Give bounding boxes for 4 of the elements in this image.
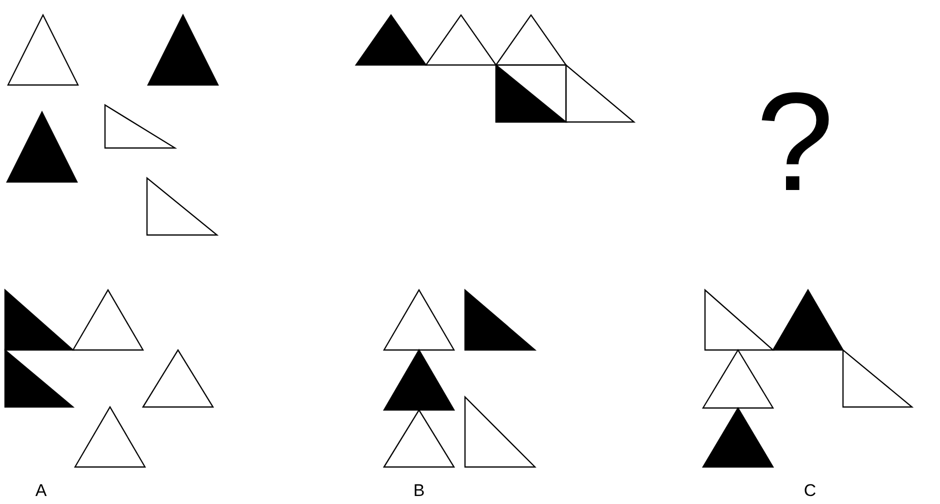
option-label: C	[804, 482, 816, 499]
question-mark: ?	[756, 72, 834, 212]
option-label: B	[413, 482, 425, 499]
option-label: A	[35, 482, 47, 499]
